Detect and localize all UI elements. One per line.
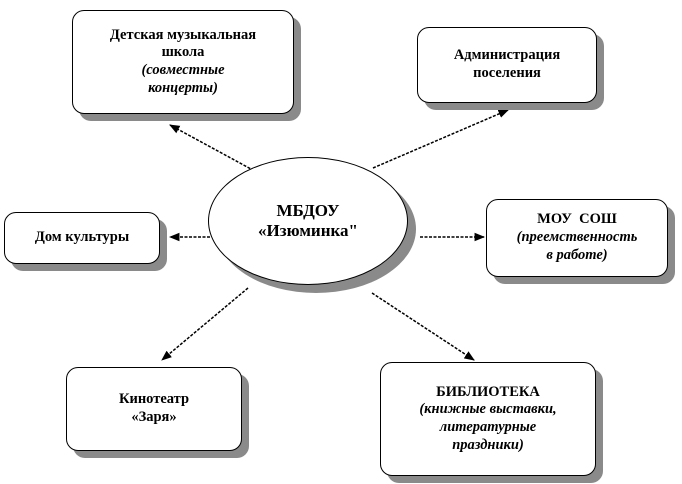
music-school-note-line2: концерты) <box>148 79 218 96</box>
administration-title-line2: поселения <box>473 65 541 81</box>
connector-library <box>371 292 475 361</box>
node-library: БИБЛИОТЕКА (книжные выставки, литературн… <box>380 362 596 476</box>
node-school: МОУ СОШ (преемственность в работе) <box>486 199 668 277</box>
node-culture-house: Дом культуры <box>4 212 160 264</box>
node-administration: Администрация поселения <box>417 27 597 103</box>
library-note-line2: литературные <box>439 419 537 435</box>
node-cinema: Кинотеатр «Заря» <box>66 367 242 451</box>
library-note-line3: праздники) <box>452 436 524 453</box>
connector-cinema <box>161 287 249 361</box>
center-node-mbdou: МБДОУ «Изюминка" <box>208 157 408 285</box>
school-note-line1: (преемственность <box>516 229 638 246</box>
library-note-line1: (книжные выставки, <box>419 401 557 418</box>
culture-house-title: Дом культуры <box>34 229 130 246</box>
school-note-line2: в работе) <box>546 246 608 263</box>
school-title: МОУ СОШ <box>537 211 617 228</box>
cinema-title-line1: Кинотеатр <box>118 391 190 408</box>
node-music-school: Детская музыкальная школа (совместные ко… <box>72 10 294 114</box>
center-line2: «Изюминка" <box>258 221 358 240</box>
music-school-note-line1: (совместные <box>141 62 225 78</box>
connector-music-school <box>169 124 263 176</box>
center-line1: МБДОУ <box>276 200 340 220</box>
library-title: БИБЛИОТЕКА <box>436 383 540 400</box>
administration-title-line1: Администрация <box>453 47 561 64</box>
connector-administration <box>372 109 509 169</box>
music-school-title-line1: Детская музыкальная <box>109 26 257 43</box>
cinema-title-line2: «Заря» <box>131 409 177 425</box>
music-school-title-line2: школа <box>161 44 205 61</box>
